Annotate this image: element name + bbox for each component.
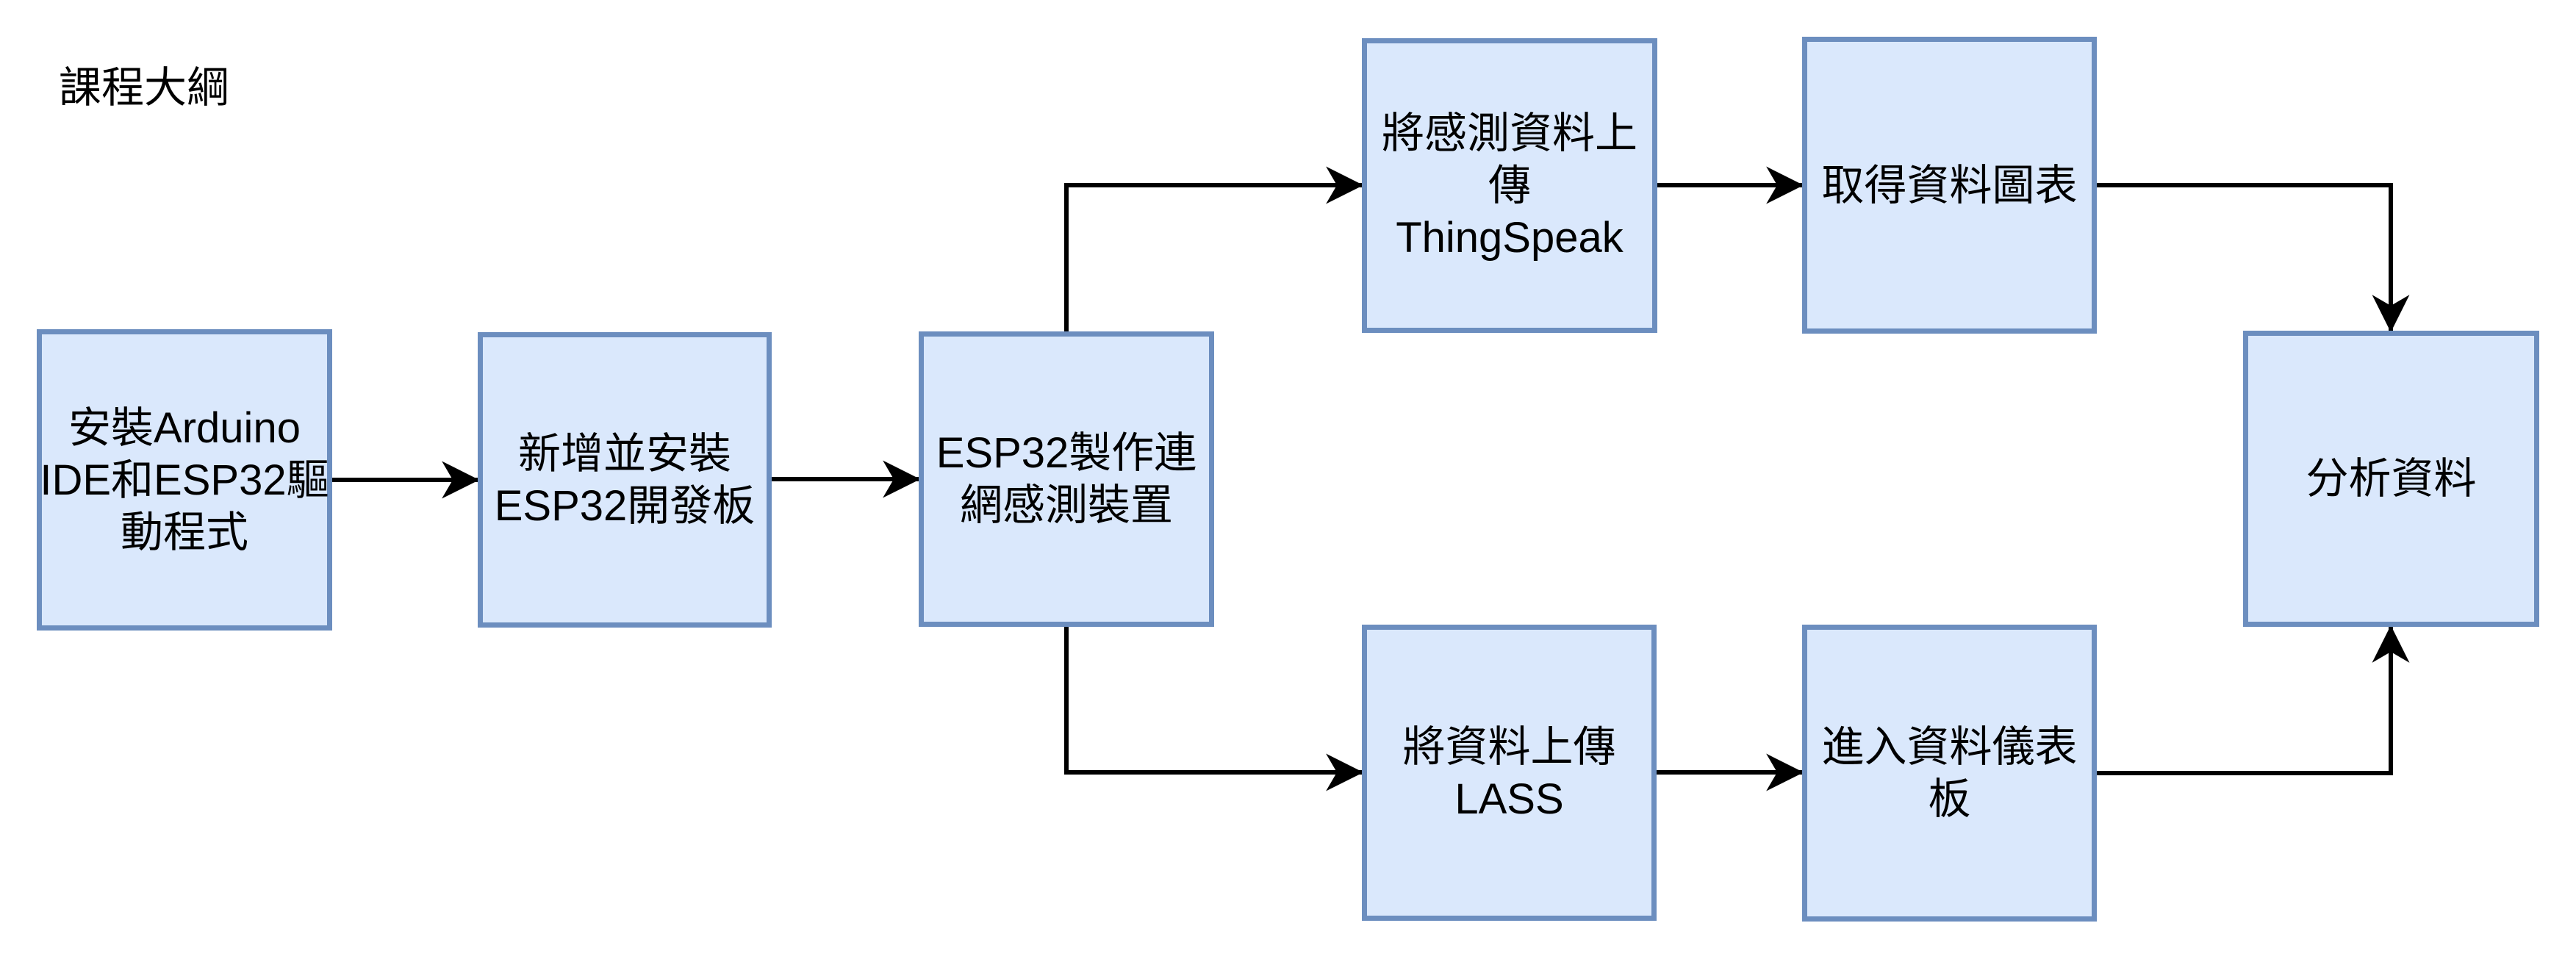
node-label: 分析資料 — [2306, 455, 2477, 503]
connector-device-to-lass — [1064, 627, 1364, 791]
connector-dashboard-to-analyze — [2097, 625, 2410, 775]
flow-node-upload-lass: 將資料上傳 LASS — [1362, 625, 1657, 921]
flow-node-get-chart: 取得資料圖表 — [1802, 37, 2097, 334]
flow-node-install-arduino-ide: 安裝Arduino IDE和ESP32驅 動程式 — [37, 329, 332, 631]
node-label: 安裝Arduino IDE和ESP32驅 動程式 — [40, 403, 329, 556]
node-label: 新增並安裝 ESP32開發板 — [494, 430, 756, 530]
flow-node-add-esp32-board: 新增並安裝 ESP32開發板 — [478, 332, 772, 628]
page-title: 課程大綱 — [59, 64, 230, 112]
connector-chart-to-analyze — [2097, 183, 2410, 333]
flow-node-esp32-device: ESP32製作連 網感測裝置 — [919, 331, 1214, 627]
node-label: 進入資料儀表 板 — [1821, 723, 2078, 823]
node-label: 將感測資料上 傳 ThingSpeak — [1381, 109, 1637, 262]
flow-node-analyze-data: 分析資料 — [2243, 331, 2539, 627]
node-label: 將資料上傳 LASS — [1402, 722, 1616, 823]
flow-node-upload-thingspeak: 將感測資料上 傳 ThingSpeak — [1362, 38, 1657, 333]
connector-device-to-thingspeak — [1064, 166, 1364, 331]
node-label: 取得資料圖表 — [1821, 161, 2078, 209]
node-label: ESP32製作連 網感測裝置 — [936, 429, 1197, 529]
flow-node-dashboard: 進入資料儀表 板 — [1802, 625, 2097, 922]
